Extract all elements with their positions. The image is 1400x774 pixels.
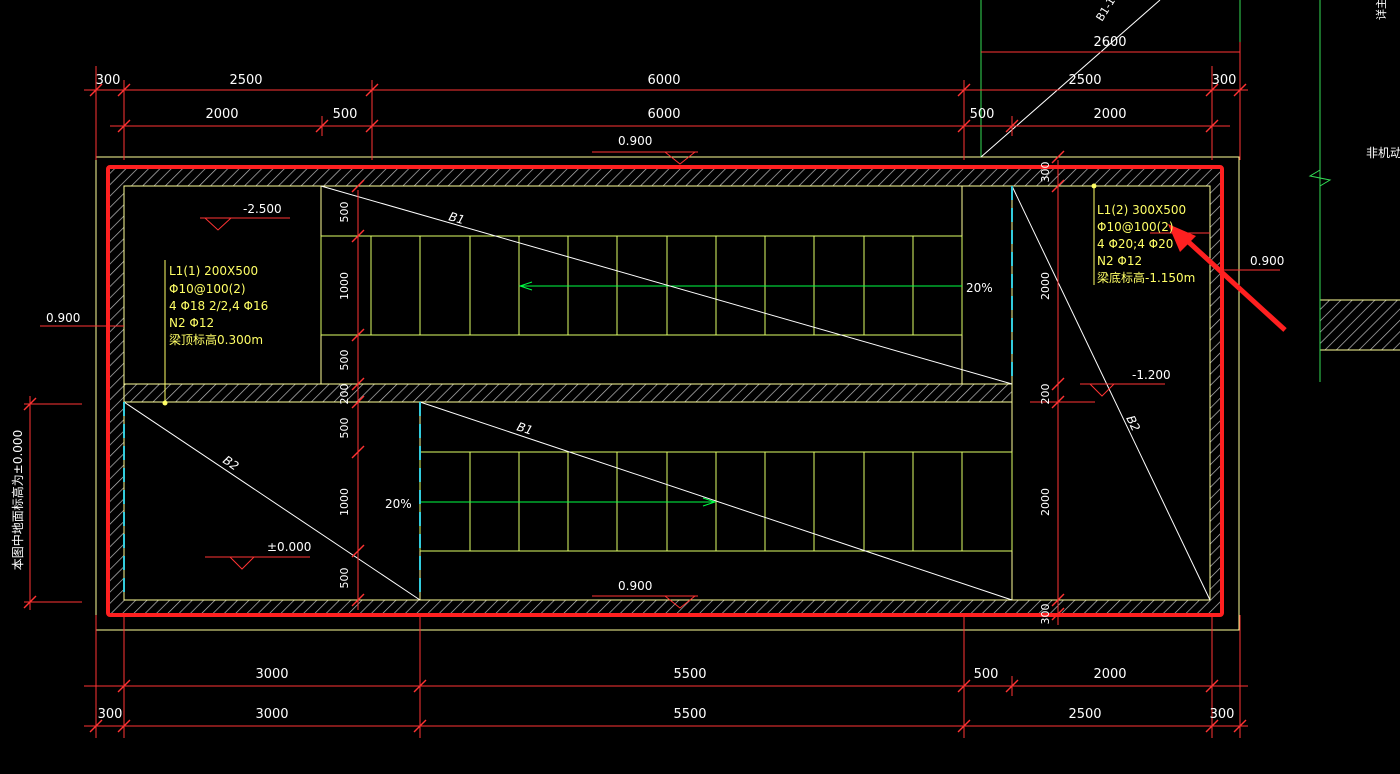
left-vertical-dimensions: 500 1000 500 200 500 1000 500 <box>338 202 351 589</box>
slab-B2-right: B2 <box>1123 413 1143 433</box>
highlight-annotation <box>106 165 1287 617</box>
elev-bottom: 0.900 <box>618 579 652 593</box>
elev-right-inner: -1.200 <box>1132 368 1171 382</box>
dim-rv-1: 2000 <box>1039 272 1052 300</box>
beam-note-L1-2: L1(2) 300X500 Φ10@100(2) 4 Φ20;4 Φ20 N2 … <box>1097 203 1195 285</box>
dim-bot1-1: 5500 <box>673 667 706 682</box>
dim-lv-3: 200 <box>338 384 351 405</box>
beam2-line2: Φ10@100(2) <box>1097 220 1174 234</box>
dim-bot2-2: 5500 <box>673 707 706 722</box>
dim-lv-5: 1000 <box>338 488 351 516</box>
beam1-line4: N2 Φ12 <box>169 316 214 330</box>
elev-top: 0.900 <box>618 134 652 148</box>
direction-arrows <box>420 281 962 507</box>
dim-top2-4: 2000 <box>1093 107 1126 122</box>
beam1-line5: 梁顶标高0.300m <box>169 332 263 347</box>
beam2-line4: N2 Φ12 <box>1097 254 1142 268</box>
leaders <box>164 186 1095 403</box>
dim-top2-3: 500 <box>970 107 995 122</box>
beam2-line1: L1(2) 300X500 <box>1097 203 1186 217</box>
dim-bot1-3: 2000 <box>1093 667 1126 682</box>
stair-treads-upper <box>320 235 963 336</box>
leader-dots <box>162 183 1097 406</box>
dim-bot2-1: 3000 <box>255 707 288 722</box>
dim-top2-2: 6000 <box>647 107 680 122</box>
dim-bot1-2: 500 <box>974 667 999 682</box>
elev-right: 0.900 <box>1250 254 1284 268</box>
beam1-line1: L1(1) 200X500 <box>169 264 258 278</box>
elev-left: 0.900 <box>46 311 80 325</box>
beam2-line3: 4 Φ20;4 Φ20 <box>1097 237 1173 251</box>
beam-note-L1-1: L1(1) 200X500 Φ10@100(2) 4 Φ18 2/2,4 Φ16… <box>169 264 268 347</box>
slab-B2-left: B2 <box>220 453 241 473</box>
dim-lv-1: 1000 <box>338 272 351 300</box>
top-dimension-row-1: 300 2500 6000 2500 300 2600 <box>96 35 1237 88</box>
dim-top1-2: 6000 <box>647 73 680 88</box>
dim-bot2-0: 300 <box>98 707 123 722</box>
dim-top1-0: 300 <box>96 73 121 88</box>
dim-top2-0: 2000 <box>205 107 238 122</box>
elevation-markers <box>40 151 1280 609</box>
beam1-line3: 4 Φ18 2/2,4 Φ16 <box>169 299 268 313</box>
elev-upper-left: -2.500 <box>243 202 282 216</box>
beam2-line5: 梁底标高-1.150m <box>1097 270 1195 285</box>
dim-bot2-4: 300 <box>1210 707 1235 722</box>
slab-labels: B1 B1 B2 B2 <box>220 209 1143 473</box>
dimension-lines <box>23 42 1248 738</box>
opening-edges <box>123 186 1013 600</box>
hatched-walls <box>108 168 1400 614</box>
bottom-dimension-row-1: 3000 5500 500 2000 <box>255 667 1126 682</box>
slope-lower: 20% <box>385 497 412 511</box>
right-vertical-dimensions: 300 2000 200 2000 300 <box>1039 162 1052 625</box>
right-partial-label: 非机动 <box>1366 146 1400 160</box>
dim-rv-0: 300 <box>1039 162 1052 183</box>
dim-top1-4: 300 <box>1212 73 1237 88</box>
dim-lv-2: 500 <box>338 350 351 371</box>
dim-rv-3: 2000 <box>1039 488 1052 516</box>
slab-B1-lower: B1 <box>515 420 534 438</box>
slope-upper: 20% <box>966 281 993 295</box>
top-dimension-row-2: 2000 500 6000 500 2000 <box>205 107 1126 122</box>
dim-bot1-0: 3000 <box>255 667 288 682</box>
slab-diagonals <box>123 0 1211 601</box>
top-diagonal-note: B1-1 侧墙Φ12 <box>1093 0 1144 24</box>
elevation-labels: 0.900 0.900 0.900 0.900 -2.500 ±0.000 -1… <box>46 134 1284 593</box>
dim-rv-4: 300 <box>1039 604 1052 625</box>
dim-top2-1: 500 <box>333 107 358 122</box>
beam1-line2: Φ10@100(2) <box>169 282 246 296</box>
ground-elevation-note: 本图中地面标高为±0.000 <box>10 430 25 570</box>
dim-top1-1: 2500 <box>229 73 262 88</box>
slab-B1-upper: B1 <box>447 209 466 227</box>
dim-top1-3: 2500 <box>1068 73 1101 88</box>
dim-lv-6: 500 <box>338 568 351 589</box>
top-right-note: 详主楼 <box>1374 0 1388 20</box>
dim-top-extra: 2600 <box>1093 35 1126 50</box>
bottom-dimension-row-2: 300 3000 5500 2500 300 <box>98 707 1235 722</box>
elev-lower-left: ±0.000 <box>267 540 311 554</box>
dim-lv-0: 500 <box>338 202 351 223</box>
dim-bot2-3: 2500 <box>1068 707 1101 722</box>
dim-lv-4: 500 <box>338 418 351 439</box>
dim-rv-2: 200 <box>1039 384 1052 405</box>
